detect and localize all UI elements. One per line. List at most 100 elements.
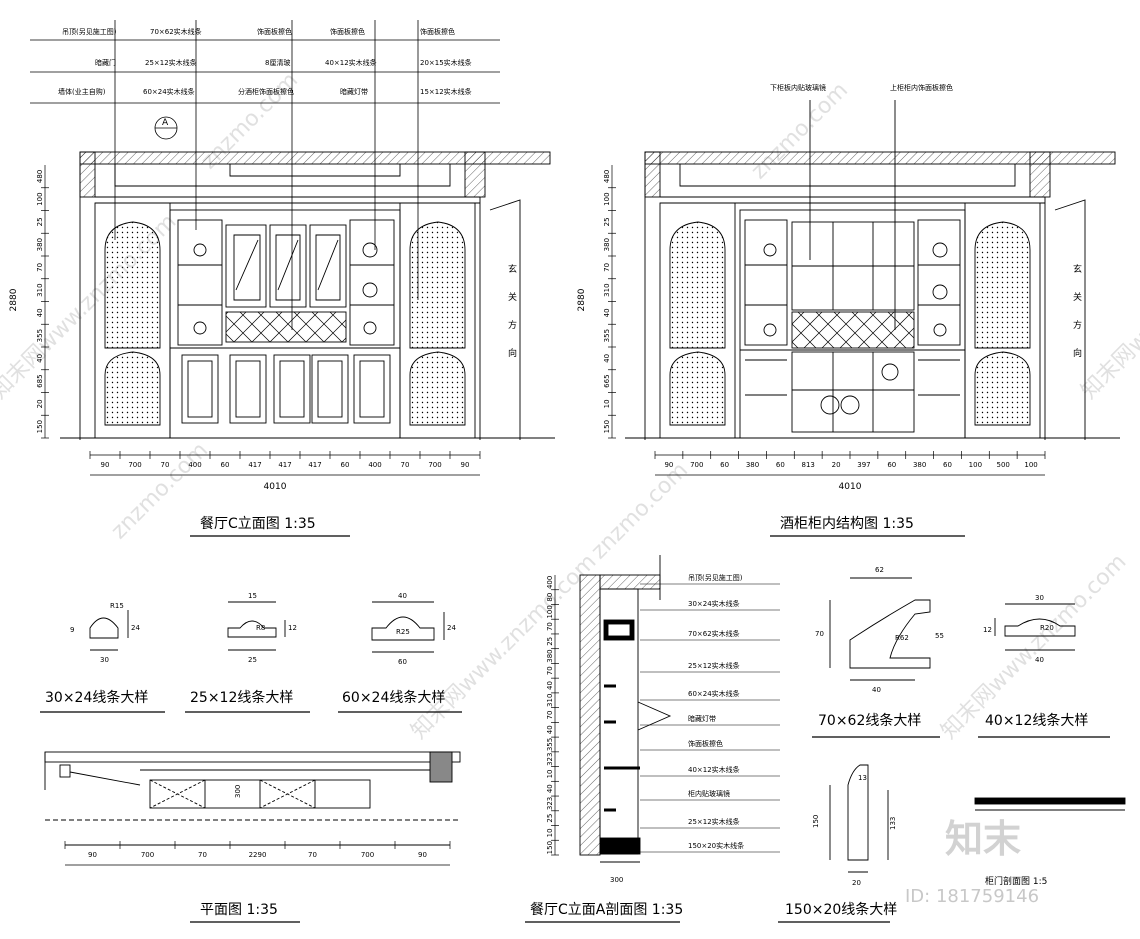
dimension-label: 25 xyxy=(546,814,554,823)
door-direction-char: 关 xyxy=(508,291,517,303)
detail-dim: 40 xyxy=(872,686,881,694)
dimension-label: 100 xyxy=(969,461,982,469)
detail-40x12 xyxy=(994,603,1076,651)
brand-logo-text: 知末 xyxy=(945,817,1021,861)
detail-dim: R62 xyxy=(895,634,909,642)
watermark-text: znzmo.com xyxy=(107,438,213,544)
detail-dim: 40 xyxy=(398,592,407,600)
plan-title: 平面图 1:35 xyxy=(200,902,278,918)
label-moulding-70x62: 70×62实木线条 xyxy=(150,27,202,36)
section-label: 70×62实木线条 xyxy=(688,629,740,638)
section-a xyxy=(579,555,780,863)
dimension-label: 480 xyxy=(603,170,611,183)
section-a-title: 餐厅C立面A剖面图 1:35 xyxy=(530,902,683,918)
elevation-c-title: 餐厅C立面图 1:35 xyxy=(200,516,316,532)
dimension-label: 70 xyxy=(401,461,410,469)
door-direction-char: 玄 xyxy=(508,263,517,275)
detail-60x24 xyxy=(371,601,445,653)
dimension-label: 355 xyxy=(36,329,44,342)
dimension-label: 813 xyxy=(802,461,815,469)
label-ceiling: 吊顶(另见施工图) xyxy=(62,27,117,36)
detail-dim: R15 xyxy=(110,602,124,610)
arched-side-panel-right xyxy=(399,202,476,439)
label-hidden-door: 暗藏门 xyxy=(95,58,116,67)
dimension-label: 310 xyxy=(546,694,554,707)
section-label: 吊顶(另见施工图) xyxy=(688,573,743,582)
section-label: 150×20实木线条 xyxy=(688,841,744,850)
detail-dim: R25 xyxy=(396,628,410,636)
label-wall: 墙体(业主自购) xyxy=(58,87,106,96)
section-label: 40×12实木线条 xyxy=(688,765,740,774)
label-moulding-40x12: 40×12实木线条 xyxy=(325,58,377,67)
dimension-label: 10 xyxy=(603,399,611,408)
dimension-label: 40 xyxy=(36,308,44,317)
dimension-label: 417 xyxy=(308,461,321,469)
dimension-label: 397 xyxy=(857,461,870,469)
section-label: 柜内贴玻璃镜 xyxy=(688,789,730,798)
callout-letter: A xyxy=(162,118,169,128)
dimension-label: 380 xyxy=(746,461,759,469)
dimension-label: 90 xyxy=(101,461,110,469)
dimension-label: 380 xyxy=(913,461,926,469)
dimension-label: 70 xyxy=(603,263,611,272)
detail-dim: 12 xyxy=(288,624,297,632)
watermark-layer: znzmo.com znzmo.com znzmo.com znzmo.com … xyxy=(0,68,1140,744)
dimension-label: 700 xyxy=(361,851,374,859)
section-label: 饰面板擦色 xyxy=(688,739,723,748)
dimension-label: 685 xyxy=(36,374,44,387)
wine-cabinet-labels: 下柜板内贴玻璃镜 上柜柜内饰面板擦色 玄 关 方 向 xyxy=(770,83,1082,359)
label-clear-glass: 8厘清玻 xyxy=(265,58,290,67)
dimension-label: 40 xyxy=(546,681,554,690)
dimension-label: 150 xyxy=(603,420,611,433)
dimension-label: 380 xyxy=(603,238,611,251)
dimension-label: 100 xyxy=(546,605,554,618)
dimension-label: 323 xyxy=(546,797,554,810)
door-direction-char: 向 xyxy=(508,347,517,359)
arched-side-panel-right-2 xyxy=(964,202,1041,439)
label-moulding-60x24: 60×24实木线条 xyxy=(143,87,195,96)
dimension-label: 310 xyxy=(36,283,44,296)
dimension-label: 10 xyxy=(546,828,554,837)
detail-title-25x12: 25×12线条大样 xyxy=(190,689,293,706)
dimension-label: 2290 xyxy=(249,851,267,859)
detail-dim: 24 xyxy=(447,624,456,632)
dimension-label: 40 xyxy=(546,784,554,793)
dimension-label: 80 xyxy=(546,593,554,602)
dimension-label: 355 xyxy=(603,329,611,342)
dimension-label: 150 xyxy=(36,420,44,433)
detail-dim: 133 xyxy=(889,817,897,830)
section-a-bottom-dim: 300 xyxy=(610,876,623,884)
detail-dim: R8 xyxy=(256,624,265,632)
label-moulding-15x12: 15×12实木线条 xyxy=(420,87,472,96)
dimension-label: 90 xyxy=(418,851,427,859)
detail-dim: 24 xyxy=(131,624,140,632)
dimension-label: 25 xyxy=(603,217,611,226)
detail-dim: 40 xyxy=(1035,656,1044,664)
door-direction-char: 向 xyxy=(1073,347,1082,359)
dimension-label: 25 xyxy=(546,637,554,646)
section-label: 60×24实木线条 xyxy=(688,689,740,698)
detail-dim: 25 xyxy=(248,656,257,664)
dimension-label: 700 xyxy=(690,461,703,469)
detail-dim: 70 xyxy=(815,630,824,638)
dimension-label: 20 xyxy=(832,461,841,469)
section-label: 25×12实木线条 xyxy=(688,817,740,826)
dimension-label: 400 xyxy=(546,576,554,589)
detail-150x20 xyxy=(829,764,889,873)
door-direction-char: 关 xyxy=(1073,291,1082,303)
dimension-label: 25 xyxy=(36,217,44,226)
label-mirror: 下柜板内贴玻璃镜 xyxy=(770,83,826,92)
detail-dim: 13 xyxy=(858,774,867,782)
dimension-label: 400 xyxy=(188,461,201,469)
dimension-label: 417 xyxy=(248,461,261,469)
dimension-label: 70 xyxy=(308,851,317,859)
door-section-title: 柜门剖面图 1:5 xyxy=(985,875,1047,887)
label-moulding-25x12: 25×12实木线条 xyxy=(145,58,197,67)
arched-side-panel-left xyxy=(94,202,171,439)
dimension-label: 70 xyxy=(546,711,554,720)
